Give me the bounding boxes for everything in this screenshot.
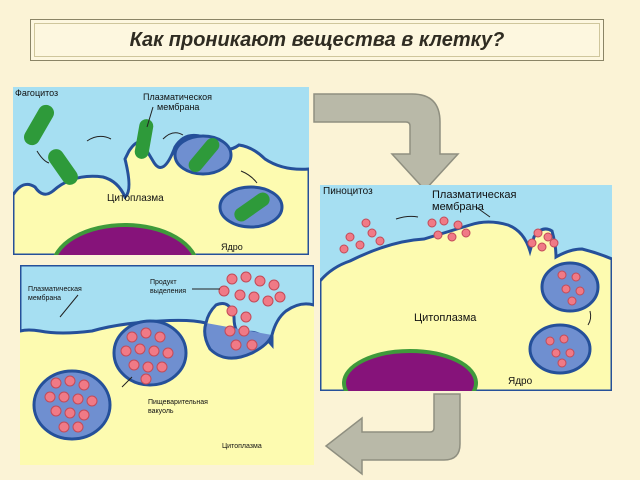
exo-products-label-1: Продукт (150, 279, 177, 286)
pino-nucleus-label: Ядро (508, 376, 533, 387)
pino-droplets (339, 216, 585, 368)
pinocytosis-label: Пиноцитоз (323, 186, 373, 197)
curved-arrow-left-icon (324, 393, 461, 476)
exocytosis-panel: Плазматическая мембрана Продукт выделени… (20, 265, 314, 465)
phago-nucleus-label: Ядро (221, 242, 243, 252)
exo-droplets (44, 271, 286, 433)
phagocytosis-label: Фагоцитоз (15, 88, 59, 98)
exocytosis-diagram (20, 265, 314, 465)
phago-membrane-label-2: мембрана (157, 102, 200, 112)
phago-cytoplasm-label: Цитоплазма (107, 193, 164, 204)
pino-membrane-label-1: Плазматическая (432, 189, 517, 201)
pinocytosis-panel: Пиноцитоз Плазматическая мембрана Цитопл… (320, 185, 612, 391)
exo-cytoplasm-label: Цитоплазма (222, 443, 262, 450)
phago-membrane-label-1: Плазматическоя (143, 92, 213, 102)
exo-products-label-2: выделения (150, 288, 187, 295)
pino-membrane-label-2: мембрана (432, 201, 484, 213)
phagocytosis-panel: Фагоцитоз Плазматическоя мембрана Цитопл… (13, 87, 309, 255)
exo-membrane-label-2: мембрана (28, 295, 61, 302)
phagocytosis-diagram (13, 87, 309, 255)
exo-membrane-label-1: Плазматическая (28, 286, 82, 293)
pino-cytoplasm-label: Цитоплазма (414, 312, 477, 324)
pinocytosis-diagram (320, 185, 612, 391)
title-box: Как проникают вещества в клетку? (30, 19, 604, 61)
curved-arrow-down-icon (313, 93, 460, 192)
page-title: Как проникают вещества в клетку? (129, 29, 505, 51)
exo-vacuole-label-2: вакуоль (148, 408, 174, 415)
exo-vacuole-label-1: Пищеварительная (148, 399, 208, 406)
